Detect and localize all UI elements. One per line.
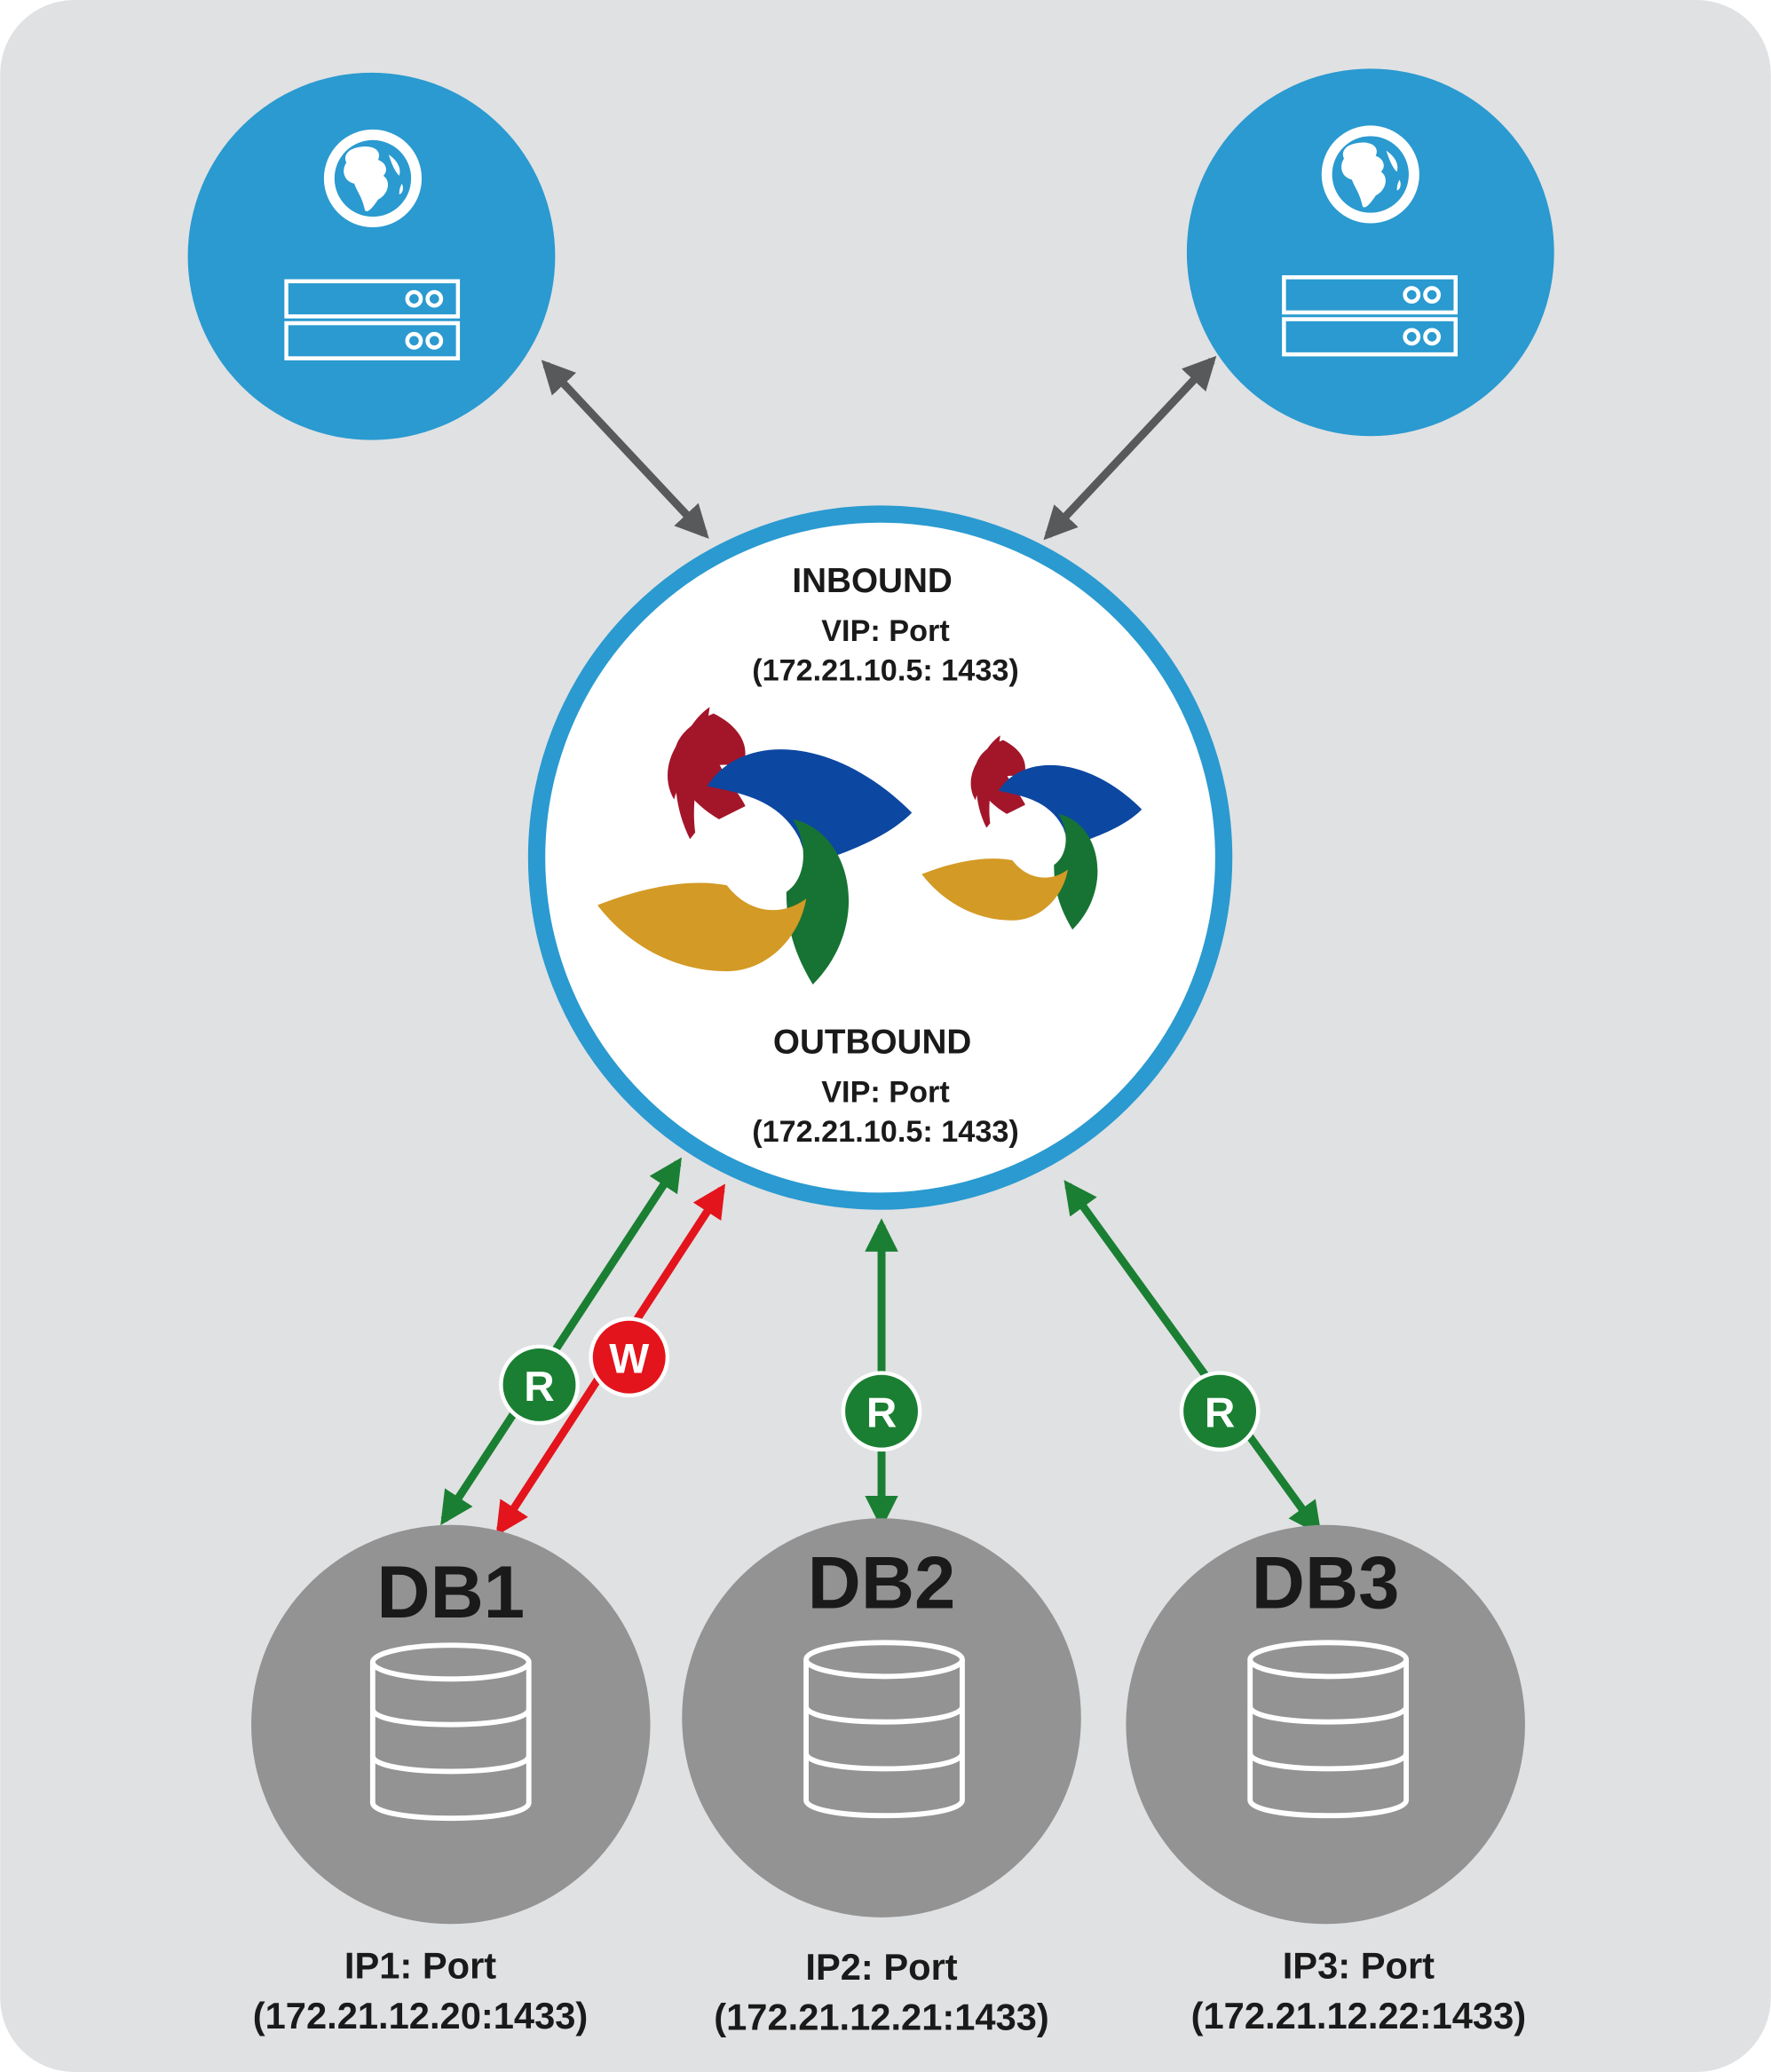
db1-name: DB1 bbox=[376, 1551, 525, 1633]
swirl-logo-small bbox=[921, 735, 1142, 930]
database-db3: DB3 IP3: Port (172.21.12.22:1433) bbox=[1126, 1524, 1527, 2036]
badge-db2-read: R bbox=[841, 1371, 922, 1452]
inbound-title: INBOUND bbox=[792, 562, 953, 600]
badge-db1-read-label: R bbox=[524, 1364, 554, 1411]
db1-address: (172.21.12.20:1433) bbox=[253, 1995, 589, 2036]
globe-icon bbox=[323, 129, 423, 228]
badge-db3-read: R bbox=[1179, 1371, 1261, 1452]
arrow-hub-db3-read bbox=[1063, 1180, 1322, 1536]
badge-db1-read: R bbox=[499, 1344, 580, 1426]
outbound-vip-label: VIP: Port bbox=[821, 1075, 950, 1109]
web-server-left bbox=[187, 72, 556, 440]
swirl-logo-icon bbox=[597, 707, 1142, 985]
badge-db1-write: W bbox=[589, 1317, 670, 1398]
badge-db1-write-label: W bbox=[609, 1336, 649, 1383]
inbound-vip-label: VIP: Port bbox=[821, 614, 950, 648]
arrow-web-right-hub bbox=[1043, 355, 1217, 541]
db3-name: DB3 bbox=[1252, 1542, 1400, 1625]
db3-address: (172.21.12.22:1433) bbox=[1191, 1995, 1527, 2036]
database-db2: DB2 IP2: Port (172.21.12.21:1433) bbox=[682, 1518, 1081, 2037]
db3-ip-label: IP3: Port bbox=[1283, 1944, 1435, 1986]
outbound-vip-address: (172.21.10.5: 1433) bbox=[752, 1115, 1019, 1149]
outbound-title: OUTBOUND bbox=[773, 1023, 972, 1061]
badge-db3-read-label: R bbox=[1205, 1390, 1235, 1437]
db2-address: (172.21.12.21:1433) bbox=[714, 1996, 1049, 2037]
badge-db2-read-label: R bbox=[866, 1390, 897, 1437]
database-db1: DB1 IP1: Port (172.21.12.20:1433) bbox=[251, 1524, 651, 2036]
db2-name: DB2 bbox=[808, 1542, 956, 1625]
inbound-vip-address: (172.21.10.5: 1433) bbox=[752, 654, 1019, 688]
load-balancer-hub: INBOUND VIP: Port (172.21.10.5: 1433) bbox=[527, 505, 1233, 1210]
db2-ip-label: IP2: Port bbox=[805, 1946, 957, 1988]
web-server-right bbox=[1186, 68, 1554, 437]
globe-icon bbox=[1321, 125, 1419, 224]
db1-ip-label: IP1: Port bbox=[344, 1944, 496, 1986]
arrow-web-left-hub bbox=[541, 360, 709, 539]
swirl-logo-large bbox=[597, 707, 913, 985]
